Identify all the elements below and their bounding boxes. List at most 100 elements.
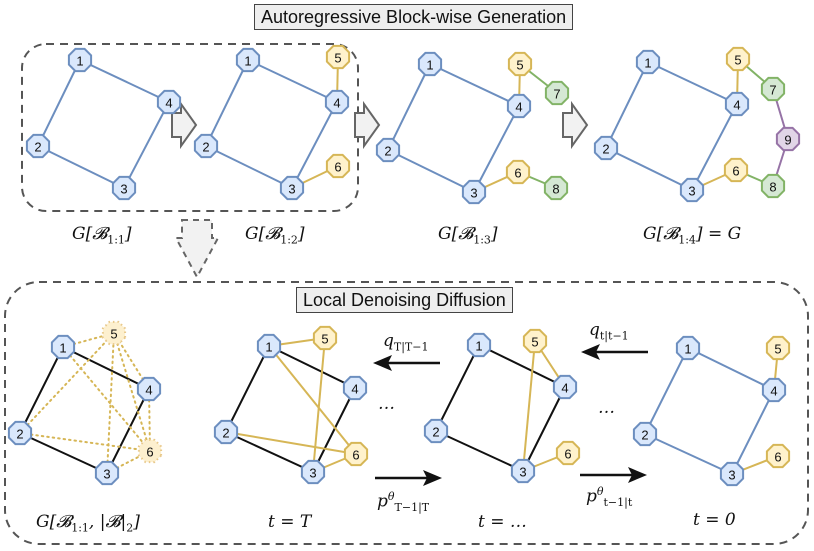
top-graph-2-edge-n1-n2 [205, 59, 249, 147]
node-label: 3 [120, 182, 127, 197]
node-label: 1 [59, 341, 66, 356]
node-label: 1 [265, 340, 272, 355]
top-graph-3-node-6: 6 [505, 159, 531, 185]
top-graph-2-node-5: 5 [325, 44, 351, 70]
bottom-graph-4-node-4: 4 [761, 377, 787, 403]
bottom-graph-label-1: G[𝓑1:1, |𝓑|2] [36, 512, 140, 535]
block-arrow-2-icon [354, 100, 381, 150]
bottom-graph-1-edge-n3-n5 [106, 332, 115, 474]
top-graph-4-node-8: 8 [760, 173, 786, 199]
node-label: 1 [244, 54, 251, 69]
top-graph-label-2: G[𝓑1:2] [245, 224, 305, 247]
top-graph-2-node-6: 6 [325, 153, 351, 179]
node-label: 2 [432, 425, 439, 440]
bottom-graph-3-edge-n3-n4 [522, 386, 566, 472]
bottom-graph-3-node-3: 3 [510, 458, 536, 484]
bottom-graph-4-node-1: 1 [675, 335, 701, 361]
node-label: 4 [515, 100, 522, 115]
bottom-graph-2-node-6: 6 [343, 441, 369, 467]
bottom-graph-4-node-6: 6 [765, 443, 791, 469]
node-label: 3 [288, 182, 295, 197]
bottom-graph-3-node-5: 5 [522, 328, 548, 354]
top-graph-label-4: G[𝓑1:4] = G [643, 224, 742, 247]
top-graph-2-edge-n3-n4 [291, 101, 338, 189]
bottom-graph-1-node-5: 5 [101, 320, 127, 346]
down-dashed-arrow-icon [174, 219, 220, 280]
node-label: 2 [222, 426, 229, 441]
arrow-label-q-T: qT|T−1 [383, 331, 429, 354]
bottom-graph-2-edge-n1-n6 [268, 345, 357, 455]
node-label: 3 [728, 468, 735, 483]
node-label: 7 [769, 83, 776, 98]
bottom-graph-1-edge-n1-n6 [62, 346, 151, 452]
top-graph-4-edge-n4-n1 [647, 61, 738, 105]
bottom-graph-2-edge-n3-n5 [312, 337, 326, 473]
bottom-graph-4-edge-n4-n1 [687, 347, 775, 391]
node-label: 5 [516, 58, 523, 73]
arrow-q-t-left [581, 344, 648, 360]
bottom-graph-3-node-2: 2 [423, 418, 449, 444]
top-graph-4-node-2: 2 [593, 135, 619, 161]
node-label: 4 [770, 384, 777, 399]
node-label: 2 [384, 144, 391, 159]
bottom-graph-2-edge-n2-n3 [225, 431, 314, 473]
bottom-graph-3-node-1: 1 [466, 332, 492, 358]
bottom-graph-3-edge-n4-n1 [478, 344, 566, 388]
bottom-graph-1-edge-n2-n5 [19, 332, 115, 434]
arrow-label-q-t: qt|t−1 [589, 320, 629, 343]
bottom-graph-label-4: t = 0 [693, 510, 736, 530]
bottom-graph-2-edge-n3-n4 [312, 387, 356, 473]
top-graph-2-edge-n4-n1 [247, 59, 338, 103]
node-label: 1 [475, 339, 482, 354]
top-graph-3-node-4: 4 [506, 93, 532, 119]
bottom-graph-3-edge-n1-n2 [435, 344, 480, 432]
node-label: 2 [34, 140, 41, 155]
top-graph-4-edge-n2-n3 [605, 147, 693, 191]
top-graph-4-node-4: 4 [724, 91, 750, 117]
bottom-graph-1-edge-n1-n2 [19, 346, 64, 434]
top-graph-3-node-7: 7 [544, 80, 570, 106]
node-label: 3 [688, 184, 695, 199]
bottom-graph-label-2: t = T [268, 512, 312, 532]
bottom-section-title: Local Denoising Diffusion [296, 287, 513, 313]
bottom-graph-3-edge-n2-n3 [435, 430, 524, 472]
node-label: 1 [426, 58, 433, 73]
bottom-graph-3-node-6: 6 [555, 440, 581, 466]
node-label: 1 [644, 56, 651, 71]
bottom-graph-4-node-5: 5 [765, 335, 791, 361]
top-graph-4-node-1: 1 [635, 49, 661, 75]
top-graph-1-edge-n4-n1 [79, 59, 170, 103]
node-label: 6 [514, 166, 521, 181]
node-label: 6 [774, 450, 781, 465]
node-label: 3 [103, 467, 110, 482]
top-graph-1-node-3: 3 [111, 175, 137, 201]
bottom-graph-2-node-5: 5 [312, 325, 338, 351]
node-label: 6 [732, 164, 739, 179]
bottom-graph-1-edge-n5-n6 [113, 332, 151, 452]
bottom-graph-1-node-6: 6 [137, 438, 163, 464]
bottom-graph-1-node-1: 1 [50, 334, 76, 360]
top-graph-3-edge-n3-n4 [473, 105, 520, 193]
top-graph-3-node-5: 5 [507, 51, 533, 77]
bottom-graph-4-edge-n3-n4 [731, 389, 775, 475]
block-arrow-3-icon [562, 100, 589, 150]
top-graph-label-3: G[𝓑1:3] [438, 224, 498, 247]
top-graph-3-edge-n1-n2 [387, 63, 431, 151]
bottom-graph-1-edge-n2-n6 [19, 432, 151, 452]
node-label: 8 [769, 180, 776, 195]
top-section-title: Autoregressive Block-wise Generation [254, 4, 574, 30]
bottom-graph-1-edge-n4-n1 [62, 346, 150, 390]
bottom-graph-4-edge-n1-n2 [644, 347, 689, 435]
top-graph-2-node-3: 3 [279, 175, 305, 201]
top-graph-1-node-2: 2 [25, 133, 51, 159]
top-graph-1-node-4: 4 [156, 89, 182, 115]
top-graph-2-node-4: 4 [324, 89, 350, 115]
node-label: 6 [334, 160, 341, 175]
top-graph-2-node-2: 2 [193, 133, 219, 159]
arrow-p-t-right [580, 467, 647, 483]
arrow-p-T-right [375, 470, 442, 486]
top-graph-3-node-3: 3 [461, 179, 487, 205]
bottom-diffusion-container [4, 281, 809, 545]
top-graph-4-edge-n1-n2 [605, 61, 649, 149]
